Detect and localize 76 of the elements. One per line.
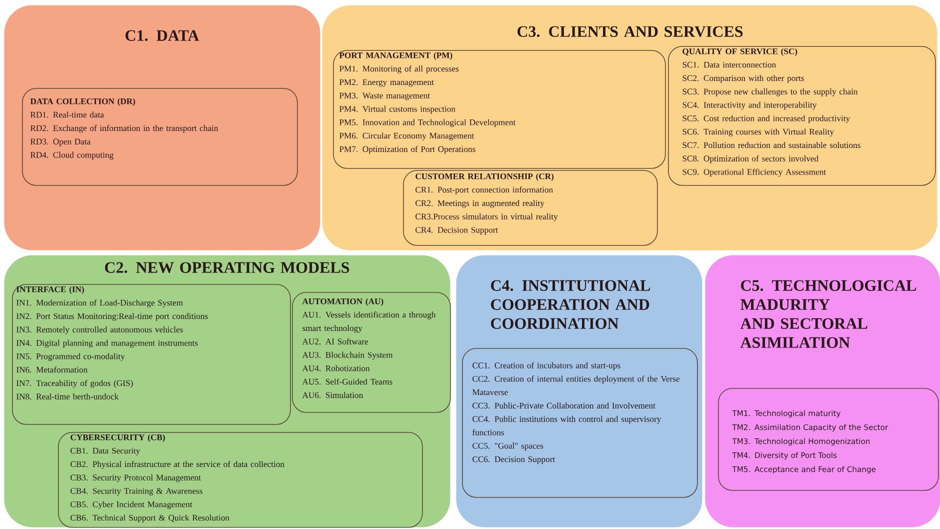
list-item: CB1. Data Security: [70, 448, 140, 456]
list-item: CR2. Meetings in augmented reality: [416, 200, 544, 208]
group-box: [292, 292, 451, 413]
group-box: [668, 46, 936, 186]
group-heading: DATA COLLECTION (DR): [30, 98, 136, 106]
list-item: PM7. Optimization of Port Operations: [339, 146, 476, 154]
list-item: IN6. Metaformation: [16, 366, 88, 373]
list-item: IN1. Modernization of Load-Discharge System: [16, 300, 183, 308]
list-item: PM1. Monitoring of all processes: [339, 66, 459, 74]
category-title: C2. NEW OPERATING MODELS: [105, 262, 350, 274]
list-item: IN7. Traceability of godos (GIS): [16, 380, 133, 388]
list-item: CC5. "Goal" spaces: [472, 442, 544, 450]
list-item: IN8. Real-time berth-undock: [16, 393, 119, 400]
list-item: CB3. Security Protocol Management: [70, 474, 201, 482]
list-item: AU6. Simulation: [302, 392, 363, 398]
group-heading: CUSTOMER RELATIONSHIP (CR): [416, 173, 554, 181]
list-item: RD4. Cloud computing: [30, 152, 114, 160]
list-item: AU5. Self-Guided Teams: [302, 378, 392, 385]
list-item: CB4. Security Training & Awareness: [70, 488, 202, 496]
category-title: C5. TECHNOLOGICAL MADURITY AND SECTORAL ASIMILATION: [740, 280, 916, 348]
group-box: [462, 348, 698, 498]
list-item: CR1. Post-port connection information: [416, 186, 553, 194]
category-panel: [4, 5, 320, 250]
category-panel: [705, 255, 940, 528]
list-item: SC1. Data interconnection: [682, 62, 776, 68]
list-item: CR3.Process simulators in virtual reality: [416, 213, 558, 222]
group-heading: CYBERSECURITY (CB): [70, 434, 165, 442]
category-title: C4. INSTITUTIONAL COOPERATION AND COORDINATION: [491, 280, 650, 329]
list-item: CB5. Cyber Incident Management: [70, 501, 192, 509]
list-item: IN3. Remotely controlled autonomous vehicles: [16, 326, 183, 334]
list-item: CC4. Public institutions with control and supervisory functions: [472, 416, 662, 436]
list-item: CC2. Creation of internal entities deployment of the Verse Mataverse: [472, 376, 680, 396]
group-heading: PORT MANAGEMENT (PM): [339, 52, 452, 60]
group-box: [333, 50, 666, 169]
list-item: CC1. Creation of incubators and start-ups: [472, 362, 620, 370]
list-item: SC4. Interactivity and interoperability: [682, 102, 817, 110]
list-item: IN4. Digital planning and management instruments: [16, 340, 198, 348]
list-item: RD3. Open Data: [30, 138, 91, 146]
category-title: C3. CLIENTS AND SERVICES: [517, 26, 743, 38]
list-item: AU1. Vessels identification a through smart technology: [302, 312, 436, 333]
list-item: SC9. Operational Efficiency Assessment: [682, 168, 826, 177]
list-item: PM4. Virtual customs inspection: [339, 106, 456, 114]
group-heading: INTERFACE (IN): [16, 286, 84, 294]
category-title: C1. DATA: [126, 30, 200, 41]
list-item: SC8. Optimization of sectors involved: [682, 155, 818, 164]
list-item: RD2. Exchange of information in the transport chain: [30, 124, 218, 133]
list-item: PM5. Innovation and Technological Development: [339, 119, 516, 127]
group-heading: QUALITY OF SERVICE (SC): [682, 48, 798, 56]
list-item: RD1. Real-time data: [30, 112, 104, 118]
list-item: CB2. Physical infrastructure at the service of data collection: [70, 460, 284, 469]
group-box: [58, 432, 423, 528]
list-item: IN2. Port Status Monitoring:Real-time port conditions: [16, 313, 208, 321]
list-item: SC2. Comparison with other ports: [682, 75, 804, 83]
list-item: AU3. Blockchain System: [302, 352, 393, 360]
list-item: CB6. Technical Support & Quick Resolution: [70, 514, 230, 522]
list-item: SC7. Pollution reduction and sustainable solutions: [682, 142, 860, 148]
category-panel: [4, 255, 450, 528]
list-item: CC6. Decision Support: [472, 456, 556, 464]
list-item: SC3. Propose new challenges to the supply chain: [682, 88, 858, 96]
category-panel: [456, 255, 702, 528]
list-item: SC5. Cost reduction and increased productivity: [682, 115, 850, 123]
list-item: SC6. Training courses with Virtual Reality: [682, 128, 834, 136]
list-item: PM2. Energy management: [339, 79, 434, 87]
group-box: [22, 88, 298, 186]
list-item: CR4. Decision Support: [416, 227, 498, 235]
group-box: [12, 284, 291, 425]
group-box: [403, 170, 658, 246]
list-item: AU2. AI Software: [302, 338, 368, 344]
list-item: IN5. Programmed co-modality: [16, 353, 125, 361]
category-panel: [322, 5, 938, 250]
list-item: CC3. Public-Private Collaboration and Involvement: [472, 402, 656, 409]
group-heading: AUTOMATION (AU): [302, 298, 384, 306]
list-item: AU4. Robotization: [302, 365, 370, 372]
group-box: [718, 388, 939, 491]
list-item: PM6. Circular Economy Management: [339, 132, 474, 140]
list-item: PM3. Waste management: [339, 92, 430, 100]
